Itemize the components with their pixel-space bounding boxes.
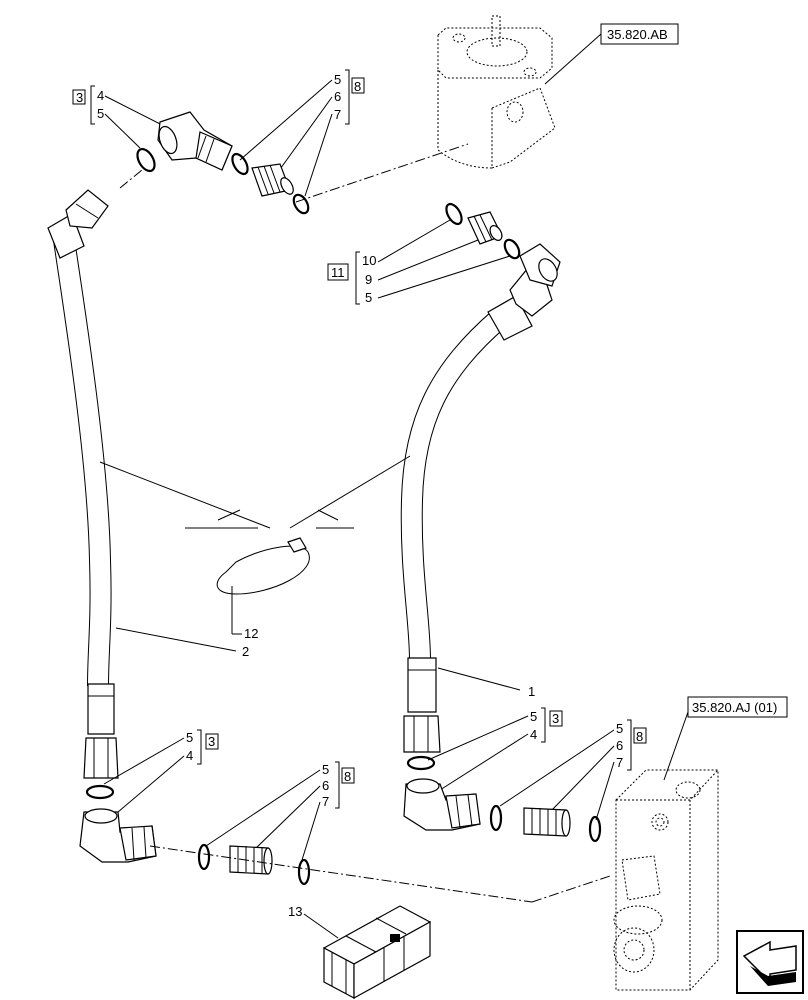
svg-text:9: 9 (365, 272, 372, 287)
adapter-right-middle (467, 211, 503, 245)
svg-text:5: 5 (334, 72, 341, 87)
callout-13: 13 (288, 904, 302, 919)
group-bottom-right: 8 5 6 7 (616, 719, 647, 771)
svg-text:8: 8 (354, 79, 361, 94)
svg-text:10: 10 (362, 253, 376, 268)
svg-text:5: 5 (186, 730, 193, 745)
svg-text:3: 3 (76, 90, 83, 105)
o-ring-bottom-right-1 (489, 804, 503, 832)
o-ring-bottom-middle-1 (197, 843, 211, 871)
svg-text:8: 8 (636, 729, 643, 744)
adapter-top (251, 163, 294, 197)
svg-text:5: 5 (530, 709, 537, 724)
svg-text:8: 8 (344, 769, 351, 784)
svg-text:3: 3 (208, 734, 215, 749)
svg-text:5: 5 (322, 762, 329, 777)
ref-valve[interactable]: 35.820.AJ (01) (687, 696, 788, 718)
callout-2: 2 (242, 644, 249, 659)
callout-1: 1 (528, 684, 535, 699)
hose-left (47, 189, 119, 779)
svg-text:11: 11 (331, 265, 345, 280)
svg-text:6: 6 (322, 778, 329, 793)
o-ring-right-middle-2 (503, 238, 521, 260)
group-bottom-center: 3 5 4 (530, 707, 563, 743)
svg-text:4: 4 (530, 727, 537, 742)
group-top-middle: 8 5 6 7 (334, 69, 365, 125)
elbow-fitting-bottom-center (403, 778, 481, 831)
svg-text:5: 5 (97, 106, 104, 121)
group-bottom-middle: 8 5 6 7 (322, 761, 355, 809)
svg-text:5: 5 (616, 721, 623, 736)
svg-text:7: 7 (322, 794, 329, 809)
elbow-fitting-bottom-left (79, 808, 157, 863)
o-ring-bottom-middle-2 (297, 858, 311, 886)
o-ring-top-middle-1 (231, 152, 249, 176)
adapter-bottom-middle (229, 845, 273, 875)
pump-outline (437, 15, 556, 169)
elbow-fitting-top (157, 111, 233, 171)
svg-text:35.820.AB: 35.820.AB (607, 27, 668, 42)
svg-text:5: 5 (365, 290, 372, 305)
svg-text:6: 6 (616, 738, 623, 753)
o-ring-top-left (136, 147, 156, 173)
svg-text:35.820.AJ (01): 35.820.AJ (01) (692, 700, 777, 715)
callout-12: 12 (244, 626, 258, 641)
kit-box (322, 905, 432, 1000)
group-right-middle: 11 10 9 5 (327, 251, 376, 305)
svg-text:7: 7 (334, 107, 341, 122)
o-ring-bottom-left (85, 784, 115, 800)
ref-pump[interactable]: 35.820.AB (600, 23, 679, 45)
svg-text:4: 4 (186, 748, 193, 763)
o-ring-top-middle-2 (292, 193, 310, 215)
cable-tie (216, 537, 310, 595)
o-ring-bottom-center (406, 755, 436, 771)
svg-text:6: 6 (334, 89, 341, 104)
o-ring-bottom-right-2 (588, 815, 602, 843)
svg-text:7: 7 (616, 755, 623, 770)
group-top-left: 3 4 5 (72, 85, 104, 125)
group-bottom-left: 3 5 4 (186, 729, 219, 765)
next-page-arrow-icon[interactable] (736, 930, 804, 994)
svg-text:3: 3 (552, 711, 559, 726)
o-ring-right-middle (445, 202, 463, 226)
valve-block-outline (613, 769, 719, 991)
adapter-bottom-right (523, 807, 571, 837)
hose-right (400, 243, 561, 753)
svg-text:4: 4 (97, 88, 104, 103)
